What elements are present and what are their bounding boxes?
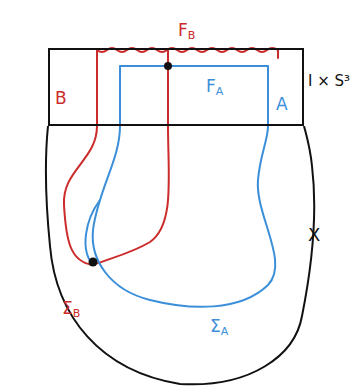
surface-label: FB bbox=[178, 22, 195, 41]
manifold-outline bbox=[40, 126, 330, 388]
surface-label: A bbox=[276, 96, 288, 113]
red-tick bbox=[277, 50, 279, 58]
blue-strand bbox=[93, 126, 276, 307]
collar-band: I × S³ bbox=[48, 48, 304, 126]
surface-label: ΣB bbox=[62, 300, 80, 319]
red-strand bbox=[93, 50, 169, 265]
boundary-bracket bbox=[120, 66, 268, 126]
blue-strand bbox=[86, 200, 100, 265]
surface-label: FA bbox=[206, 78, 223, 97]
surface-label: B bbox=[55, 90, 67, 107]
intersection-dot bbox=[164, 62, 172, 70]
collar-label: I × S³ bbox=[308, 74, 350, 89]
surface-label: ΣA bbox=[210, 318, 228, 337]
red-surface bbox=[64, 48, 278, 265]
blue-surface bbox=[86, 66, 276, 307]
manifold-label: X bbox=[308, 226, 320, 244]
manifold-region: X bbox=[40, 126, 330, 388]
intersection-dot bbox=[89, 258, 98, 267]
